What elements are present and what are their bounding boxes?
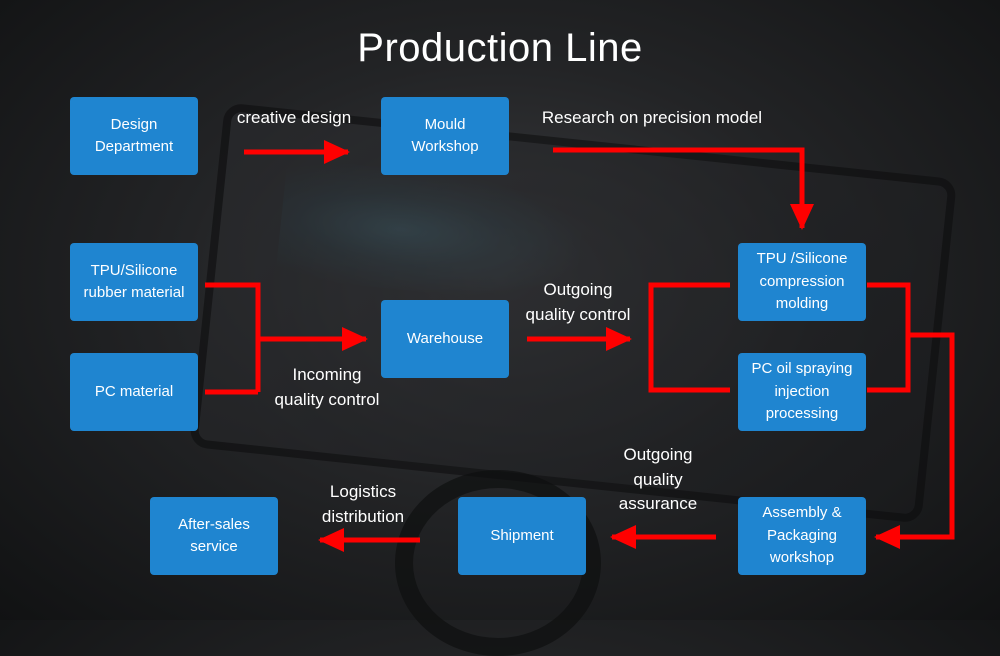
design-department-box: Design Department (70, 97, 198, 175)
label-research-precision-model: Research on precision model (541, 108, 763, 127)
pc-oil-spraying-box: PC oil spraying injection processing (738, 353, 866, 431)
connector-tpu-material (205, 282, 261, 392)
arrow-mould-to-tpu-molding (553, 147, 814, 230)
label-outgoing-quality-assurance: Outgoing quality assurance (618, 445, 698, 514)
label-outgoing-quality-control: Outgoing quality control (525, 280, 631, 324)
label-creative-design: creative design (236, 108, 352, 127)
assembly-packaging-box: Assembly & Packaging workshop (738, 497, 866, 575)
warehouse-box: Warehouse (381, 300, 509, 378)
mould-workshop-box: Mould Workshop (381, 97, 509, 175)
tpu-compression-molding-box: TPU /Silicone compression molding (738, 243, 866, 321)
label-logistics-distribution: Logistics distribution (321, 482, 405, 526)
flow-arrows (205, 140, 955, 552)
label-incoming-quality-control: Incoming quality control (274, 365, 380, 409)
bracket-left (648, 282, 730, 393)
arrow-to-assembly (874, 332, 955, 549)
bracket-right (867, 282, 911, 393)
after-sales-service-box: After-sales service (150, 497, 278, 575)
pc-material-box: PC material (70, 353, 198, 431)
tpu-silicone-material-box: TPU/Silicone rubber material (70, 243, 198, 321)
shipment-box: Shipment (458, 497, 586, 575)
page-title: Production Line (357, 26, 643, 70)
